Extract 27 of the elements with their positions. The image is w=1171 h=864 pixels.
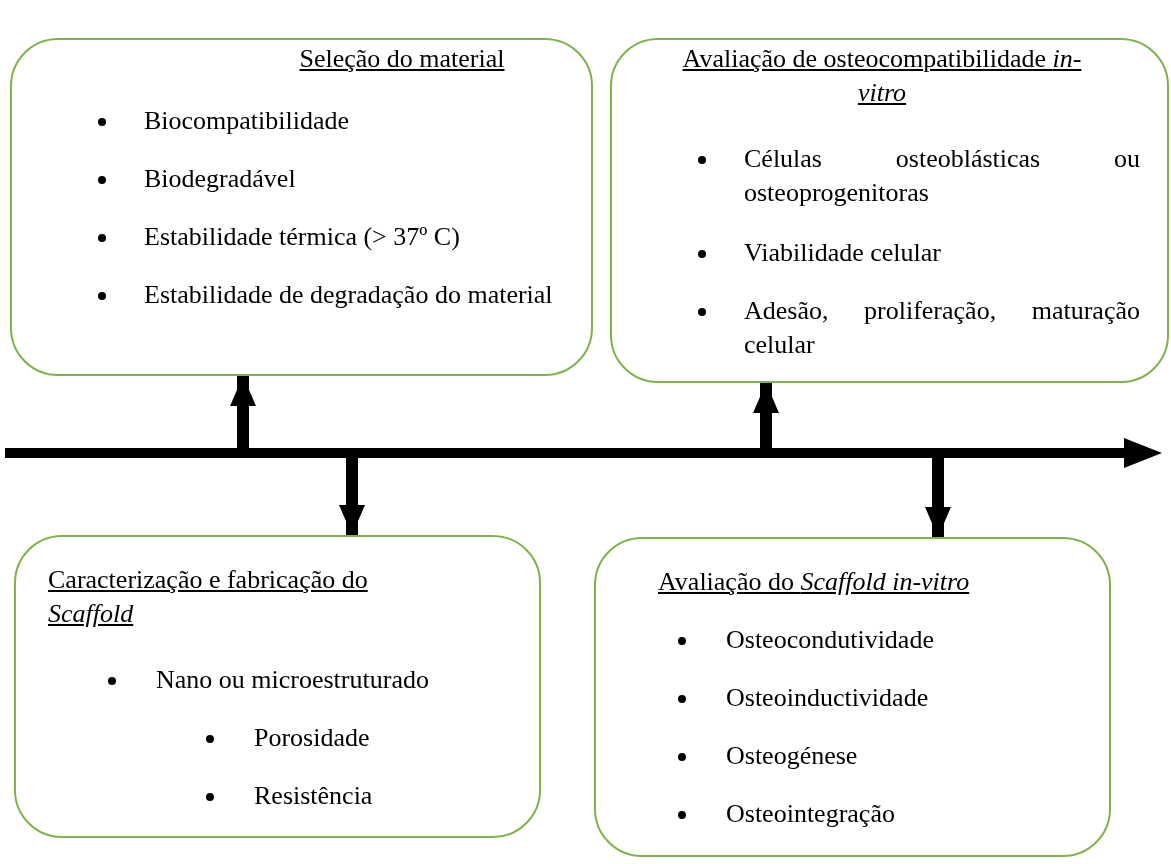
list-item: Estabilidade térmica (> 37º C): [144, 221, 461, 253]
list-item: Resistência: [254, 780, 374, 812]
list-item: Osteocondutividade: [726, 624, 935, 656]
arrow: [230, 376, 256, 448]
rounded-box: [10, 38, 593, 376]
box-heading: Seleção do material: [298, 43, 506, 75]
box-heading: Avaliação de osteocompatibilidade in-vitro: [681, 43, 1083, 109]
list-item: Osteoinductividade: [726, 682, 930, 714]
arrow: [339, 458, 365, 535]
list-item: Osteogénese: [726, 740, 859, 772]
list-item: Biocompatibilidade: [144, 105, 351, 137]
list-item: Biodegradável: [144, 163, 297, 195]
list-item: Células osteoblásticas ou osteoprogenitoras: [744, 143, 1140, 209]
rounded-box: [610, 38, 1169, 383]
arrow: [753, 383, 779, 448]
rounded-box: [14, 535, 541, 838]
timeline-arrow: [5, 438, 1162, 468]
list-item: Porosidade: [254, 722, 371, 754]
list-item: Nano ou microestruturado: [156, 664, 430, 696]
list-item: Viabilidade celular: [744, 237, 942, 269]
box-heading: Avaliação do Scaffold in-vitro: [658, 566, 971, 598]
list-item: Adesão, proliferação, maturação celular: [744, 295, 1140, 361]
list-item: Estabilidade de degradação do material: [144, 279, 554, 311]
arrow: [925, 458, 951, 537]
rounded-box: [594, 537, 1111, 857]
box-heading: Caracterização e fabricação do Scaffold: [48, 564, 369, 630]
list-item: Osteointegração: [726, 798, 896, 830]
